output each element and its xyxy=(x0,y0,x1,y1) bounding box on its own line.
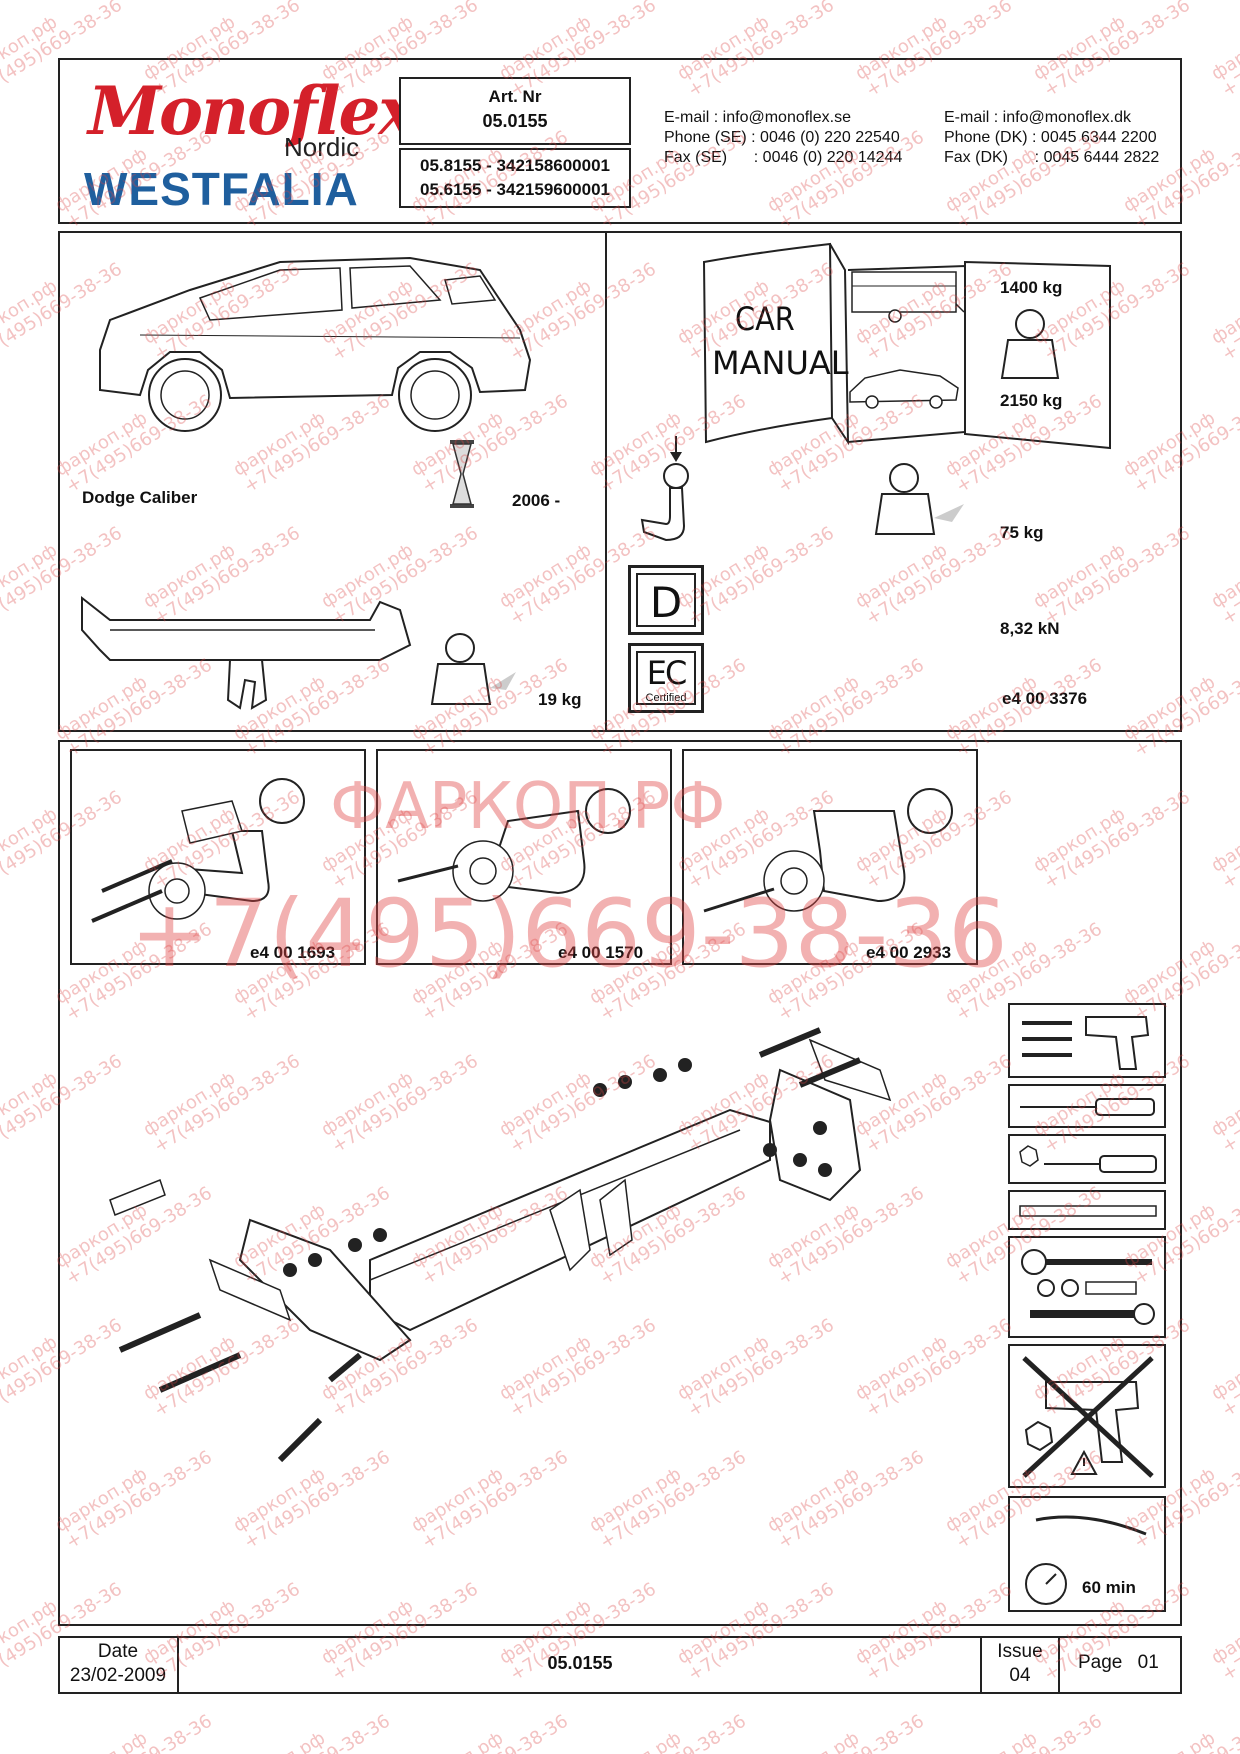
page-label: Page xyxy=(1078,1652,1123,1673)
hourglass-icon xyxy=(450,440,474,508)
watermark-tile: фаркоп.рф+7(495)669-38-36 xyxy=(1207,1578,1240,1686)
contact-se: E-mail : info@monoflex.se Phone (SE) : 0… xyxy=(664,108,902,168)
ec-certified-symbol: EC Certified xyxy=(628,643,704,713)
watermark-tile: фаркоп.рф+7(495)669-38-36 xyxy=(942,1695,1106,1754)
watermark-tile: фаркоп.рф+7(495)669-38-36 xyxy=(1207,258,1240,366)
watermark-tile: фаркоп.рф+7(495)669-38-36 xyxy=(1120,1695,1240,1754)
watermark-tile: фаркоп.рф+7(495)669-38-36 xyxy=(586,1695,750,1754)
variant-box: 05.8155 - 342158600001 05.6155 - 3421596… xyxy=(399,148,631,208)
tool-drill-bits xyxy=(1008,1003,1166,1078)
variant-3-drawing xyxy=(703,788,953,913)
email-se[interactable]: E-mail : info@monoflex.se xyxy=(664,109,851,126)
no-impact-drill-icon xyxy=(1022,1356,1154,1478)
ec-mark: EC xyxy=(646,654,688,692)
approval-number: e4 00 3376 xyxy=(1002,689,1088,708)
manual-title-2: MANUAL xyxy=(712,344,849,382)
contact-dk: E-mail : info@monoflex.dk Phone (DK) : 0… xyxy=(944,108,1159,168)
footer-doc-number: 05.0155 xyxy=(547,1653,613,1673)
drill-icon xyxy=(1022,1016,1150,1070)
d-value: 8,32 kN xyxy=(1000,619,1060,638)
big-watermark-phone: +7(495)669-38-36 xyxy=(130,880,1008,989)
variant-2-code: e4 00 1570 xyxy=(558,943,644,962)
ec-certified-text: Certified xyxy=(645,692,687,704)
issue-value: 04 xyxy=(1009,1665,1031,1686)
big-watermark-site: ФАРКОП.РФ xyxy=(330,770,726,844)
art-label: Art. Nr xyxy=(488,87,542,106)
towball-hook-icon xyxy=(640,436,689,542)
exploded-assembly-drawing xyxy=(109,1027,892,1463)
variant-1-drawing xyxy=(91,778,305,923)
car-illustration xyxy=(99,256,532,432)
brand-sub-text: Nordic xyxy=(284,132,360,162)
page-value: 01 xyxy=(1137,1652,1159,1673)
phone-dk: Phone (DK) : 0045 6344 2200 xyxy=(944,129,1157,146)
footer-page: Page 01 xyxy=(1078,1652,1159,1674)
watermark-tile: фаркоп.рф+7(495)669-38-36 xyxy=(1207,786,1240,894)
manual-title-1: CAR xyxy=(735,300,795,338)
brand-bottom-text: WESTFALIA xyxy=(84,163,359,215)
vehicle-model: Dodge Caliber xyxy=(82,488,198,507)
watermark-tile: фаркоп.рф+7(495)669-38-36 xyxy=(408,1695,572,1754)
tool-no-impact-drill xyxy=(1008,1344,1166,1488)
tool-screwdriver-torx xyxy=(1008,1134,1166,1184)
email-dk[interactable]: E-mail : info@monoflex.dk xyxy=(944,109,1131,126)
watermark-tile: фаркоп.рф+7(495)669-38-36 xyxy=(230,1695,394,1754)
variant-3-code: e4 00 2933 xyxy=(866,943,952,962)
variant-panel-2: e4 00 1570 xyxy=(376,749,672,965)
tool-extension xyxy=(1008,1190,1166,1230)
watermark-tile: фаркоп.рф+7(495)669-38-36 xyxy=(1207,522,1240,630)
variant-1: 05.8155 - 342158600001 xyxy=(419,156,610,175)
tool-wrench-set xyxy=(1008,1236,1166,1338)
art-number-box: Art. Nr 05.0155 xyxy=(399,77,631,145)
car-manual-illustration xyxy=(702,242,1111,450)
torque-wrench-icon xyxy=(1025,1515,1147,1605)
towbar-weight: 19 kg xyxy=(538,690,582,709)
date-value: 23/02-2009 xyxy=(69,1665,167,1686)
weight-icon xyxy=(430,633,516,705)
date-label: Date xyxy=(97,1641,139,1662)
watermark-tile: фаркоп.рф+7(495)669-38-36 xyxy=(764,1695,928,1754)
screwdriver-torx-icon xyxy=(1019,1145,1157,1173)
monoflex-logo: Monoflex Nordic WESTFALIA xyxy=(84,66,418,216)
footer-date: Date 23/02-2009 xyxy=(58,1640,178,1688)
variant-1-code: e4 00 1693 xyxy=(250,943,336,962)
d-value-symbol: D xyxy=(628,565,704,635)
variant-2: 05.6155 - 342159600001 xyxy=(419,180,610,199)
panel-divider xyxy=(605,231,607,732)
d-value-letter: D xyxy=(636,573,696,627)
watermark-tile: фаркоп.рф+7(495)669-38-36 xyxy=(1207,1314,1240,1422)
footer-panel xyxy=(58,1636,1182,1694)
footer-issue: Issue 04 xyxy=(982,1640,1058,1688)
towbar-illustration xyxy=(81,595,412,710)
fax-dk: Fax (DK) : 0045 6444 2822 xyxy=(944,149,1160,166)
vertical-load: 75 kg xyxy=(1000,523,1044,542)
wrench-icon xyxy=(1021,1249,1155,1325)
extension-bar-icon xyxy=(1019,1205,1157,1217)
variant-panel-1: e4 00 1693 xyxy=(70,749,366,965)
trailer-load: 1400 kg xyxy=(1000,278,1063,297)
brand-top-text: Monoflex xyxy=(88,72,418,150)
vehicle-load: 2150 kg xyxy=(1000,391,1063,410)
issue-label: Issue xyxy=(997,1641,1043,1662)
watermark-tile: фаркоп.рф+7(495)669-38-36 xyxy=(1207,1050,1240,1158)
tool-screwdriver-flat xyxy=(1008,1084,1166,1128)
tool-torque-time: 60 min xyxy=(1008,1496,1166,1612)
install-time: 60 min xyxy=(1082,1578,1136,1597)
watermark-tile: фаркоп.рф+7(495)669-38-36 xyxy=(1207,0,1240,102)
variant-2-drawing xyxy=(397,788,631,902)
watermark-tile: фаркоп.рф+7(495)669-38-36 xyxy=(52,1695,216,1754)
vertical-load-icon xyxy=(874,463,964,535)
screwdriver-flat-icon xyxy=(1020,1098,1155,1116)
fax-se: Fax (SE) : 0046 (0) 220 14244 xyxy=(664,149,903,166)
art-number: 05.0155 xyxy=(482,111,548,131)
phone-se: Phone (SE) : 0046 (0) 220 22540 xyxy=(664,129,900,146)
variant-panel-3: e4 00 2933 xyxy=(682,749,978,965)
vehicle-year: 2006 - xyxy=(512,491,561,510)
